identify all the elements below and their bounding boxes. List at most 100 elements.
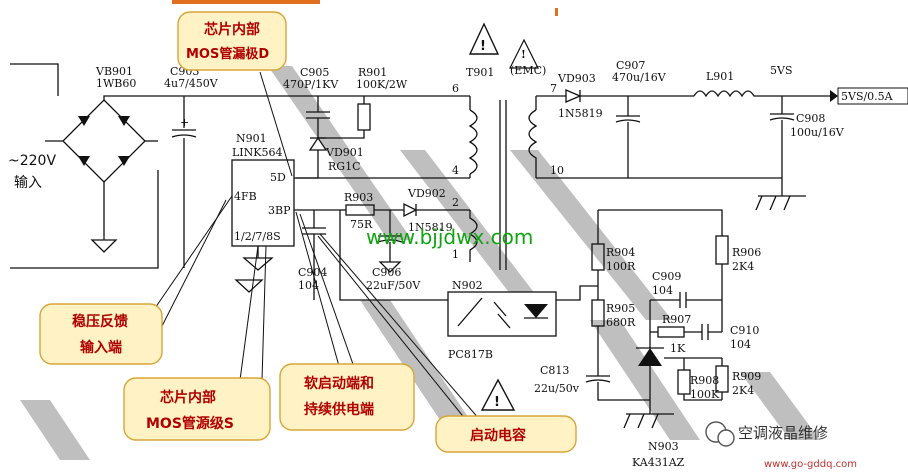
vd902-part: 1N5819: [408, 221, 453, 234]
r905-value: 680R: [606, 316, 636, 329]
r903-value: 75R: [350, 218, 373, 231]
t901-pin2: 2: [452, 196, 459, 209]
t901-pin6: 6: [452, 82, 459, 95]
n902-part: PC817B: [448, 348, 493, 361]
brand-badge: 空调液晶维修 www.go-gddq.com: [705, 421, 857, 470]
vd903-label: VD903: [557, 72, 596, 85]
vb901-part: 1WB60: [96, 77, 136, 90]
callout-startcap: 启动电容: [435, 415, 577, 453]
c909-label: C909: [652, 270, 681, 283]
n903-label: N903: [648, 440, 679, 453]
c904-value: 104: [298, 279, 319, 292]
transformer-t901: T901 6 4 2 1 7 10: [452, 66, 564, 270]
warning-icon-bottom: !: [480, 378, 516, 411]
n902-label: N902: [452, 279, 483, 292]
svg-text:+: +: [180, 116, 189, 129]
callout-drain-line2: MOS管漏极D: [186, 46, 269, 62]
r903-label: R903: [344, 191, 373, 204]
c813-value: 22u/50v: [534, 382, 580, 395]
n903-part: KA431AZ: [632, 456, 685, 469]
diagonal-stripes: [20, 66, 820, 460]
startup-section: R903 75R VD902 1N5819 C904 104 C906 22uF…: [298, 187, 470, 300]
ground-symbol-chip: [234, 279, 264, 293]
c907-label: C907: [616, 59, 645, 72]
pin-3bp: 3BP: [268, 204, 291, 217]
c813-label: C813: [540, 364, 569, 377]
bridge-rectifier: [62, 99, 146, 183]
vd903-part: 1N5819: [558, 107, 603, 120]
warning-icon: !: [468, 22, 500, 55]
r908-value: 100K: [690, 388, 720, 401]
pin-4fb: 4FB: [234, 190, 257, 203]
c903-value: 4u7/450V: [164, 77, 219, 90]
emc-warning-icon: ! (EMC): [509, 38, 546, 77]
output-5vs-label: 5VS: [770, 64, 792, 77]
c905-value: 470P/1KV: [283, 78, 339, 91]
ground-symbol: [378, 261, 402, 273]
output-rating-label: 5VS/0.5A: [841, 90, 894, 103]
t901-pin1: 1: [452, 248, 459, 261]
callout-leaders: [139, 71, 481, 421]
c905-label: C905: [300, 66, 329, 79]
pin-gnd: 1/2/7/8S: [234, 230, 281, 243]
pin-5d: 5D: [270, 171, 286, 184]
site-watermark: www.bjjdwx.com: [366, 225, 533, 249]
callout-feedback: 稳压反馈 输入端: [39, 303, 163, 365]
callout-feedback-line1: 稳压反馈: [72, 313, 128, 330]
callout-startcap-text: 启动电容: [470, 427, 526, 444]
callout-drain-line1: 芯片内部: [204, 21, 260, 38]
brand-name: 空调液晶维修: [738, 424, 828, 442]
r901-label: R901: [358, 66, 387, 79]
callout-drain: 芯片内部 MOS管漏极D: [177, 11, 287, 71]
r905-label: R905: [606, 302, 635, 315]
r906-label: R906: [732, 246, 761, 259]
t901-pin7: 7: [550, 82, 557, 95]
svg-text:!: !: [480, 39, 486, 54]
c906-value: 22uF/50V: [366, 279, 421, 292]
vd902-label: VD902: [407, 187, 446, 200]
r909-label: R909: [732, 370, 761, 383]
r904-value: 100R: [606, 260, 636, 273]
svg-text:!: !: [494, 395, 500, 410]
svg-text:!: !: [521, 48, 526, 61]
input-voltage-label: ~220V: [8, 153, 56, 169]
r901-value: 100K/2W: [356, 78, 408, 91]
vb901-label: VB901: [95, 65, 133, 78]
c908-value: 100u/16V: [790, 126, 845, 139]
optocoupler-n902: N902 PC817B: [339, 210, 598, 361]
callout-source-line1: 芯片内部: [160, 389, 216, 406]
r907-label: R907: [662, 313, 691, 326]
l901-label: L901: [706, 70, 734, 83]
input-label: 输入: [14, 175, 42, 191]
top-accent-bar: [172, 0, 320, 4]
emc-label: (EMC): [510, 64, 546, 77]
input-section: + VB901 1WB60 C903 4u7/450V ~220V 输入: [8, 63, 219, 269]
r907-value: 1K: [670, 342, 686, 355]
callout-source: 芯片内部 MOS管源级S: [123, 377, 271, 441]
vd901-part: RG1C: [328, 160, 360, 173]
n901-label: N901: [236, 132, 267, 145]
n901-part: LINK564: [232, 146, 283, 159]
vd901-label: VD901: [325, 146, 364, 159]
c908-label: C908: [796, 112, 825, 125]
t901-pin4: 4: [452, 164, 459, 177]
c906-label: C906: [372, 266, 401, 279]
t901-pin10: 10: [550, 164, 564, 177]
top-accent-tick: [555, 8, 558, 16]
r909-value: 2K4: [732, 384, 754, 397]
callout-feedback-line2: 输入端: [80, 339, 122, 356]
callout-softstart: 软启动端和 持续供电端: [279, 363, 415, 431]
t901-label: T901: [466, 66, 494, 79]
callout-softstart-line2: 持续供电端: [304, 401, 374, 418]
callout-source-line2: MOS管源级S: [146, 415, 234, 432]
r906-value: 2K4: [732, 260, 754, 273]
c909-value: 104: [652, 284, 673, 297]
r908-label: R908: [690, 374, 719, 387]
output-section: VD903 1N5819 C907 470u/16V L901 5VS 5VS/…: [536, 59, 908, 211]
callout-softstart-line1: 软启动端和: [304, 375, 374, 392]
c910-label: C910: [730, 324, 759, 337]
brand-url: www.go-gddq.com: [764, 459, 857, 470]
c910-value: 104: [730, 338, 751, 351]
